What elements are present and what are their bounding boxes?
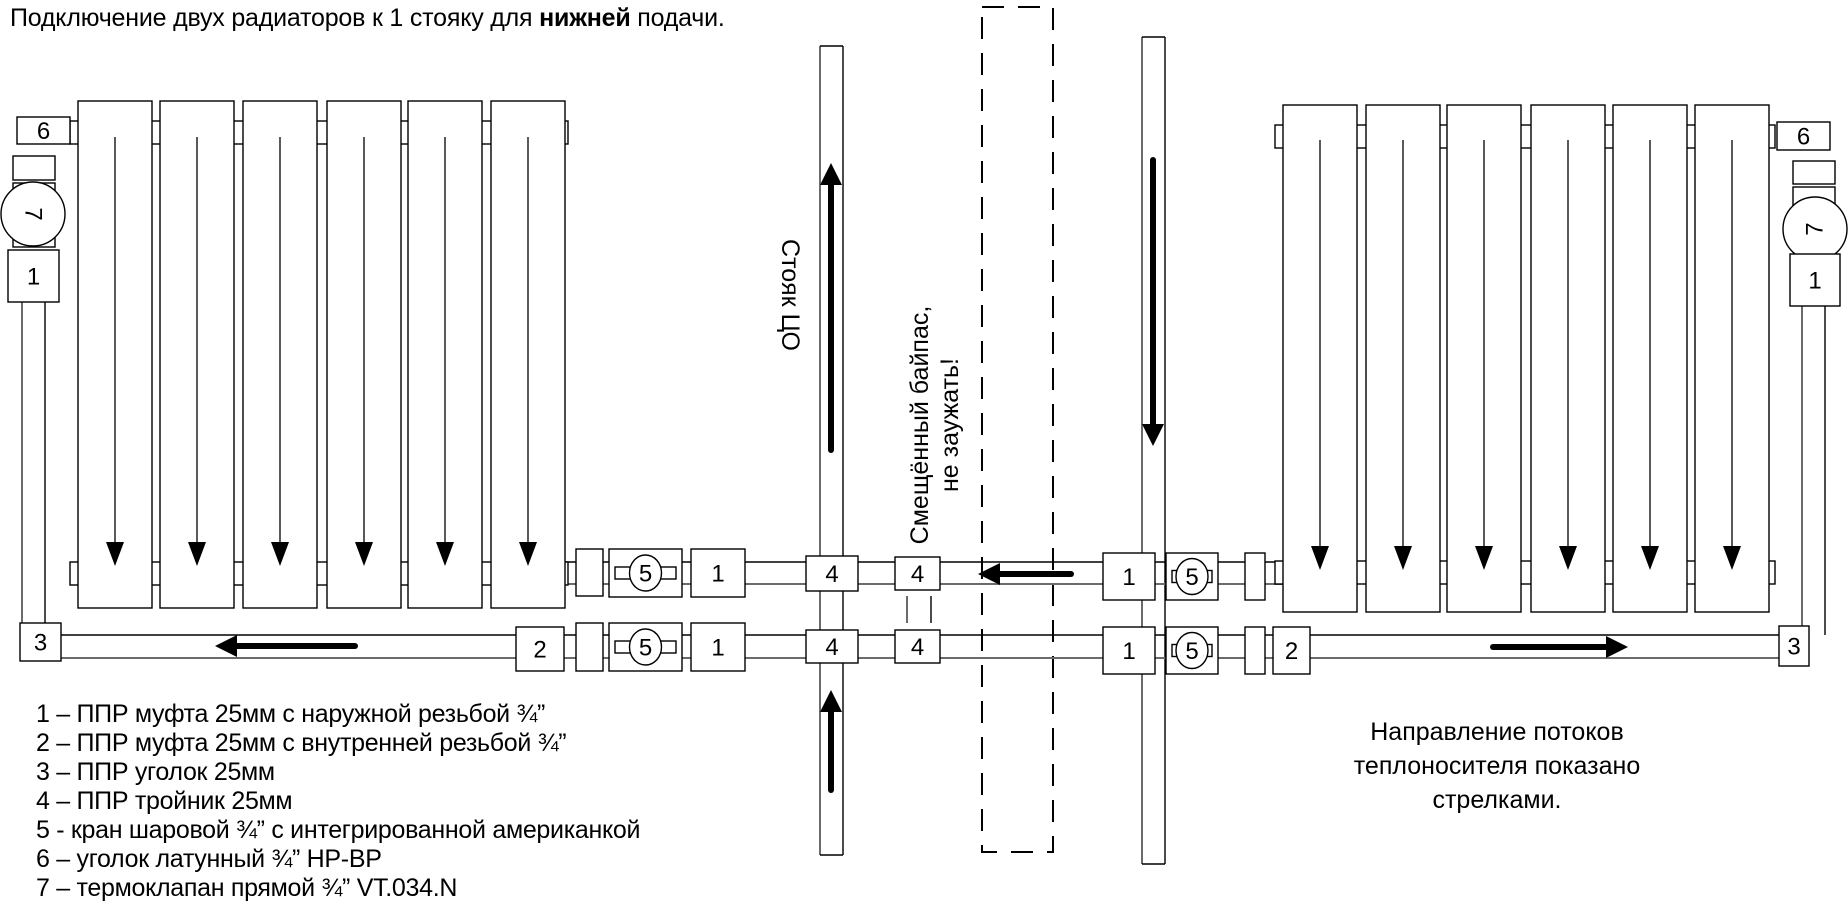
right-coupling-top: [1789, 253, 1841, 307]
left-lower-spacer: [575, 622, 604, 672]
left-coupling-top-number: 1: [27, 264, 40, 291]
right-riser-down-flow-arrow-head: [1142, 424, 1164, 446]
legend-item: 4 – ППР тройник 25мм: [36, 787, 293, 815]
bypass-upper-tee: [894, 556, 941, 591]
left-brass-elbow-number: 6: [37, 118, 50, 145]
legend-item: 6 – уголок латунный ¾” НР-ВР: [36, 845, 382, 873]
right-lower-ball-valve-body: [1175, 631, 1209, 670]
right-elbow: [1778, 625, 1810, 667]
right-lower-coupling-inner-number: 2: [1285, 638, 1298, 665]
bypass-label-line2: не заужать!: [936, 357, 964, 493]
right-upper-coupling: [1102, 552, 1156, 601]
left-lower-coupling-inner-number: 2: [533, 637, 546, 664]
title-emphasis: нижней: [539, 4, 631, 32]
left-lower-coupling: [690, 622, 746, 672]
right-upper-ball-valve-body: [1175, 557, 1209, 596]
left-upper-coupling: [690, 548, 746, 598]
right-section-flow-arrow-head: [1475, 546, 1493, 570]
right-upper-ball-valve-number: 5: [1185, 564, 1198, 591]
bypass-lower-tee-number: 4: [911, 634, 924, 661]
right-section-flow-arrow-head: [1394, 546, 1412, 570]
right-lower-ball-valve-number: 5: [1185, 638, 1198, 665]
right-upper-spacer: [1244, 552, 1266, 601]
left-coupling-top: [7, 249, 60, 303]
left-section-flow-arrow-head: [436, 542, 454, 566]
riser-lower-tee: [805, 629, 859, 664]
legend-item: 5 - кран шаровой ¾” с интегрированной ам…: [36, 816, 641, 844]
riser-label: Стояк ЦО: [776, 239, 804, 351]
flow-direction-note: Направление потоков теплоносителя показа…: [1353, 718, 1641, 814]
bypass-label: Смещённый байпас, не заужать!: [905, 295, 965, 555]
right-section-flow-arrow-head: [1641, 546, 1659, 570]
right-lower-coupling: [1102, 626, 1156, 675]
left-section-flow-arrow-head: [519, 542, 537, 566]
legend-item: 1 – ППР муфта 25мм с наружной резьбой ¾”: [36, 700, 546, 728]
left-elbow: [19, 622, 62, 662]
parts-legend: 1 – ППР муфта 25мм с наружной резьбой ¾”…: [36, 700, 640, 903]
right-union: [1792, 160, 1836, 185]
left-union: [12, 155, 56, 181]
left-thermovalve: [0, 181, 66, 247]
bypass-dashed-outline: [981, 6, 1054, 853]
left-lower-coupling-inner: [515, 626, 565, 672]
left-thermovalve-number: 7: [20, 207, 47, 220]
legend-item: 7 – термоклапан прямой ¾” VT.034.N: [36, 874, 458, 902]
left-section-flow-arrow-head: [188, 542, 206, 566]
riser-up-flow-arrow-head: [820, 163, 842, 185]
left-lower-coupling-number: 1: [711, 635, 724, 662]
right-return-flow-arrow-head: [1606, 636, 1628, 658]
bypass-label-line1: Смещённый байпас,: [906, 305, 934, 545]
left-lower-ball-valve-body: [628, 628, 663, 666]
right-section-flow-arrow-head: [1723, 546, 1741, 570]
right-section-flow-arrow-head: [1311, 546, 1329, 570]
diagram-title: Подключение двух радиаторов к 1 стояку д…: [10, 4, 725, 32]
left-section-flow-arrow-head: [106, 542, 124, 566]
left-upper-coupling-number: 1: [711, 561, 724, 588]
left-upper-ball-valve-number: 5: [639, 561, 652, 588]
left-section-flow-arrow-head: [355, 542, 373, 566]
bypass-lower-tee: [894, 629, 941, 664]
legend-item: 2 – ППР муфта 25мм с внутренней резьбой …: [36, 729, 567, 757]
right-section-flow-arrow-head: [1559, 546, 1577, 570]
left-upper-ball-valve-body: [628, 554, 663, 592]
riser-upper-tee: [805, 555, 859, 592]
right-brass-elbow-number: 6: [1797, 124, 1810, 151]
right-upper-coupling-number: 1: [1122, 564, 1135, 591]
left-section-flow-arrow-head: [271, 542, 289, 566]
riser-lower-up-flow-arrow-head: [820, 690, 842, 712]
right-thermovalve-number: 7: [1802, 222, 1829, 235]
right-lower-coupling-number: 1: [1122, 638, 1135, 665]
right-brass-elbow: [1776, 121, 1831, 151]
riser-lower-tee-number: 4: [825, 634, 838, 661]
right-lower-coupling-inner: [1272, 626, 1311, 675]
bypass-upper-tee-number: 4: [911, 561, 924, 588]
legend-item: 3 – ППР уголок 25мм: [36, 758, 275, 786]
left-brass-elbow: [16, 116, 71, 145]
left-elbow-number: 3: [34, 630, 47, 657]
right-lower-spacer: [1244, 626, 1266, 675]
riser-upper-tee-number: 4: [825, 561, 838, 588]
upper-supply-flow-arrow-head: [978, 563, 1000, 585]
right-coupling-top-number: 1: [1808, 268, 1821, 295]
left-lower-ball-valve-number: 5: [639, 635, 652, 662]
right-elbow-number: 3: [1787, 634, 1800, 661]
left-upper-spacer: [575, 548, 604, 597]
left-return-flow-arrow-head: [215, 635, 237, 657]
